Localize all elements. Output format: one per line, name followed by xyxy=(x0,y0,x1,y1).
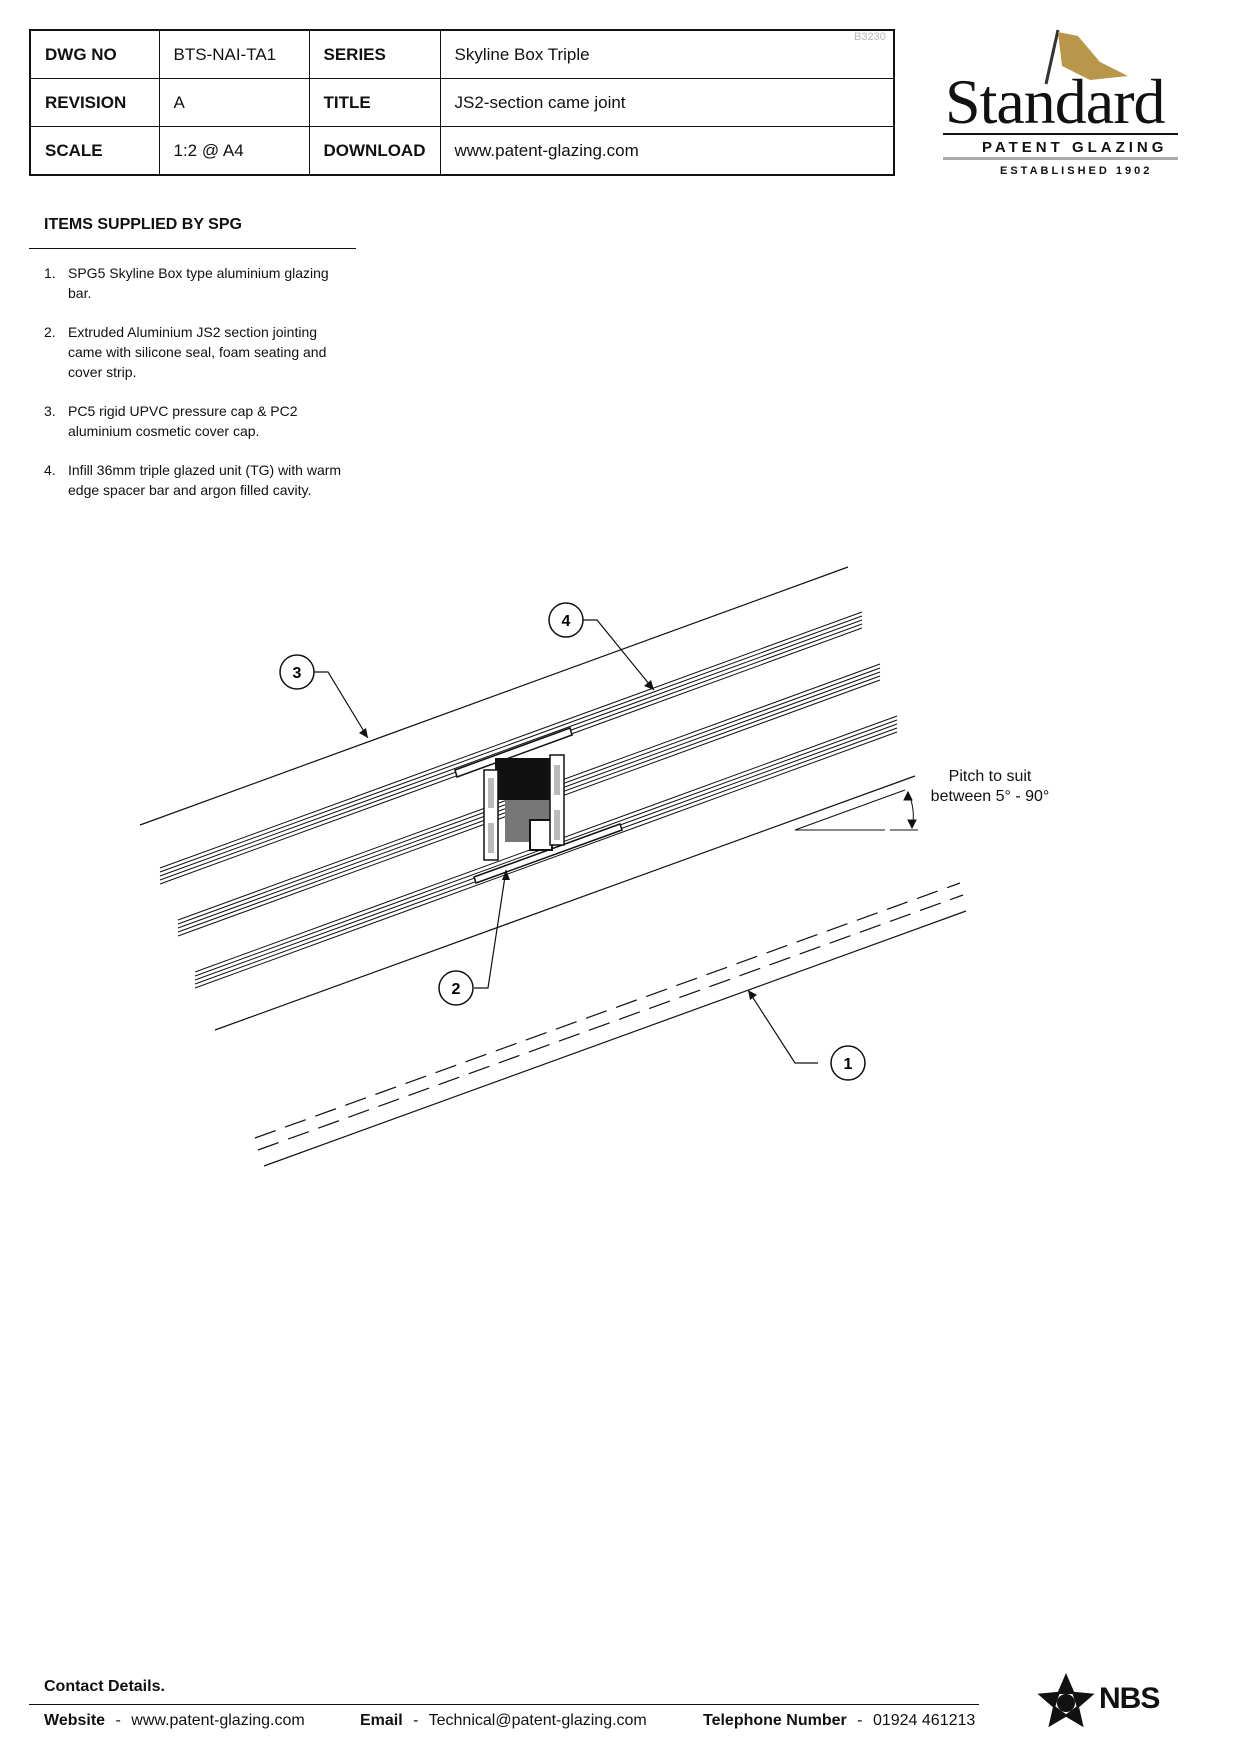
item-number: 1. xyxy=(44,265,56,281)
list-item: 3. PC5 rigid UPVC pressure cap & PC2 alum… xyxy=(44,401,344,441)
item-text: SPG5 Skyline Box type aluminium glazing … xyxy=(68,265,329,301)
pitch-note: Pitch to suit between 5° - 90° xyxy=(920,767,1060,807)
dwg-no-value: BTS-NAI-TA1 xyxy=(158,29,310,79)
pitch-note-line1: Pitch to suit xyxy=(948,768,1032,785)
pitch-note-line2: between 5° - 90° xyxy=(930,788,1050,805)
series-value: Skyline Box Triple xyxy=(439,29,895,79)
revision-label: REVISION xyxy=(29,78,160,127)
jointing-came xyxy=(454,727,623,884)
items-list: 1. SPG5 Skyline Box type aluminium glazin… xyxy=(44,263,344,519)
separator: - xyxy=(857,1712,863,1729)
drawing-ref-code: B3230 xyxy=(854,31,886,43)
list-item: 2. Extruded Aluminium JS2 section jointin… xyxy=(44,322,344,382)
logo-established: ESTABLISHED 1902 xyxy=(1000,165,1153,177)
item-text: Extruded Aluminium JS2 section jointing … xyxy=(68,324,327,380)
came-base-line xyxy=(214,775,916,1031)
footer-phone: Telephone Number - 01924 461213 xyxy=(703,1712,975,1730)
title-value: JS2-section came joint xyxy=(439,78,895,127)
pitch-indicator xyxy=(794,789,918,831)
footer-divider xyxy=(29,1704,979,1705)
flag-icon xyxy=(1044,29,1128,85)
item-number: 3. xyxy=(44,403,56,419)
nbs-logo: NBS xyxy=(1035,1668,1165,1738)
revision-value: A xyxy=(158,78,310,127)
title-row: REVISION A TITLE JS2-section came joint xyxy=(29,78,895,127)
callout-1-label: 1 xyxy=(844,1056,853,1073)
glazing-bar xyxy=(254,882,967,1167)
items-heading: ITEMS SUPPLIED BY SPG xyxy=(44,216,242,233)
callout-1: 1 xyxy=(747,989,866,1081)
logo-subtitle: PATENT GLAZING xyxy=(982,139,1168,156)
list-item: 4. Infill 36mm triple glazed unit (TG) wi… xyxy=(44,460,344,500)
callout-4: 4 xyxy=(548,602,655,691)
contact-title: Contact Details. xyxy=(44,1678,165,1695)
footer-website: Website - www.patent-glazing.com xyxy=(44,1712,305,1730)
flag-shape xyxy=(1058,32,1128,80)
separator: - xyxy=(413,1712,419,1729)
logo-divider xyxy=(943,133,1178,135)
nbs-wordmark: NBS xyxy=(1099,1682,1160,1715)
standard-patent-glazing-logo: Standard PATENT GLAZING ESTABLISHED 1902 xyxy=(940,26,1190,186)
title-row: SCALE 1:2 @ A4 DOWNLOAD www.patent-glazi… xyxy=(29,126,895,176)
email-label: Email xyxy=(360,1712,403,1729)
separator: - xyxy=(115,1712,121,1729)
email-link[interactable]: Technical@patent-glazing.com xyxy=(428,1712,647,1729)
phone-label: Telephone Number xyxy=(703,1712,847,1729)
pressure-cap-line xyxy=(139,566,849,826)
dwg-no-label: DWG NO xyxy=(29,29,160,79)
section-drawing: 1 2 3 4 xyxy=(139,566,967,1167)
items-divider xyxy=(29,248,356,249)
scale-value: 1:2 @ A4 xyxy=(158,126,310,176)
glass-pane-outer xyxy=(159,611,863,885)
title-row: DWG NO BTS-NAI-TA1 SERIES Skyline Box Tr… xyxy=(29,29,895,79)
phone-number: 01924 461213 xyxy=(872,1712,976,1729)
callout-3-label: 3 xyxy=(293,665,302,682)
item-number: 4. xyxy=(44,462,56,478)
callout-3: 3 xyxy=(279,654,369,739)
item-number: 2. xyxy=(44,324,56,340)
website-label: Website xyxy=(44,1712,106,1729)
silicone-seal xyxy=(495,758,550,800)
callout-2: 2 xyxy=(438,869,510,1006)
scale-label: SCALE xyxy=(29,126,160,176)
title-block: DWG NO BTS-NAI-TA1 SERIES Skyline Box Tr… xyxy=(29,29,895,176)
download-link[interactable]: www.patent-glazing.com xyxy=(439,126,895,176)
callout-2-label: 2 xyxy=(452,981,461,998)
nbs-star-icon xyxy=(1037,1673,1095,1728)
series-label: SERIES xyxy=(308,29,441,79)
item-text: PC5 rigid UPVC pressure cap & PC2 alumin… xyxy=(68,403,298,439)
logo-wordmark: Standard xyxy=(945,66,1165,137)
logo-divider xyxy=(943,157,1178,160)
website-link[interactable]: www.patent-glazing.com xyxy=(131,1712,305,1729)
footer-email: Email - Technical@patent-glazing.com xyxy=(360,1712,647,1730)
callout-4-label: 4 xyxy=(562,613,571,630)
title-label: TITLE xyxy=(308,78,441,127)
download-label: DOWNLOAD xyxy=(308,126,441,176)
item-text: Infill 36mm triple glazed unit (TG) with… xyxy=(68,462,342,498)
list-item: 1. SPG5 Skyline Box type aluminium glazin… xyxy=(44,263,344,303)
